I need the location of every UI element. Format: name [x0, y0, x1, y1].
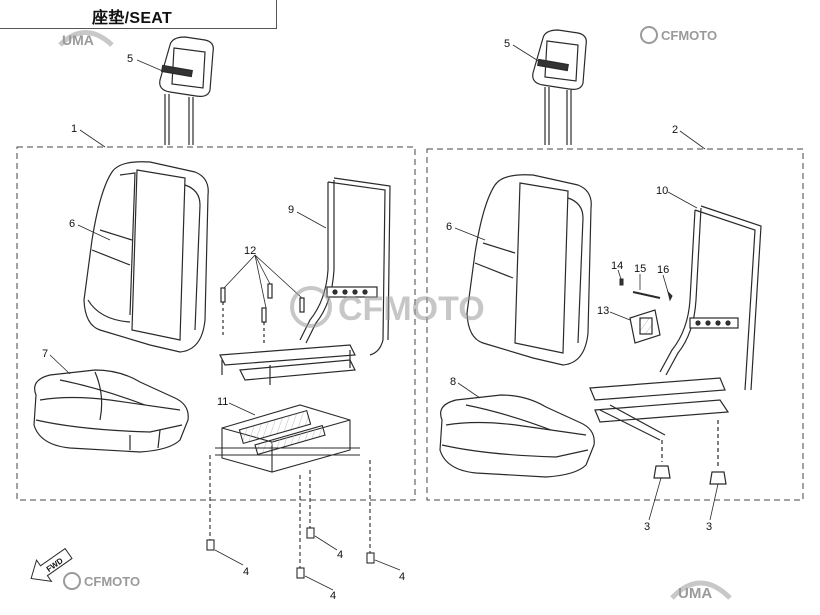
seat-frame-left [219, 177, 391, 385]
callout-13: 13 [597, 305, 609, 317]
callout-14: 14 [611, 260, 623, 272]
callout-9: 9 [288, 204, 294, 216]
bolts-4-left [206, 455, 375, 579]
callout-8: 8 [450, 376, 456, 388]
group-box-left [16, 146, 416, 501]
callout-10: 10 [656, 185, 668, 197]
cfmoto-logo-center: CFMOTO [290, 286, 485, 328]
cfmoto-logo-top-right: CFMOTO [640, 26, 717, 44]
callout-11: 11 [217, 396, 228, 408]
callout-4-d: 4 [399, 571, 405, 583]
svg-text:CFMOTO: CFMOTO [338, 290, 485, 328]
slider-mechanism [215, 404, 360, 473]
callout-4-b: 4 [337, 549, 343, 561]
callout-3-left: 3 [644, 521, 650, 533]
bracket-13 [629, 309, 661, 344]
uma-logo-top: UMA [58, 30, 114, 48]
headrest-right [532, 29, 587, 145]
small-parts-14-15-16 [619, 278, 673, 302]
callout-7: 7 [42, 348, 48, 360]
seat-cushion-right [439, 394, 595, 478]
svg-text:CFMOTO: CFMOTO [84, 574, 140, 589]
headrest-left [159, 36, 214, 145]
group-box-right [426, 148, 804, 501]
callout-5-right: 5 [504, 38, 510, 50]
leader-lines [49, 44, 719, 591]
svg-text:UMA: UMA [678, 585, 712, 602]
callout-12: 12 [244, 245, 256, 257]
callout-1: 1 [71, 123, 77, 135]
fwd-arrow-icon: FWD [30, 547, 73, 583]
callout-16: 16 [657, 264, 669, 276]
cfmoto-logo-bottom-left: CFMOTO [63, 572, 140, 590]
backrest-right [466, 174, 592, 366]
seat-frame-right [589, 205, 762, 441]
seat-cushion-left [33, 369, 189, 453]
uma-logo-bottom: UMA [670, 580, 732, 602]
svg-text:UMA: UMA [62, 32, 94, 48]
callout-4-c: 4 [330, 590, 336, 602]
callout-5-left: 5 [127, 53, 133, 65]
svg-text:CFMOTO: CFMOTO [661, 28, 717, 43]
callout-6-right: 6 [446, 221, 452, 233]
callout-2: 2 [672, 124, 678, 136]
callout-4-a: 4 [243, 566, 249, 578]
page-title: 座垫/SEAT [92, 10, 173, 27]
title-box: 座垫/SEAT [0, 0, 277, 29]
callout-6-left: 6 [69, 218, 75, 230]
callout-3-right: 3 [706, 521, 712, 533]
callout-15: 15 [634, 263, 646, 275]
nuts-3 [653, 420, 727, 485]
backrest-left [83, 161, 209, 353]
